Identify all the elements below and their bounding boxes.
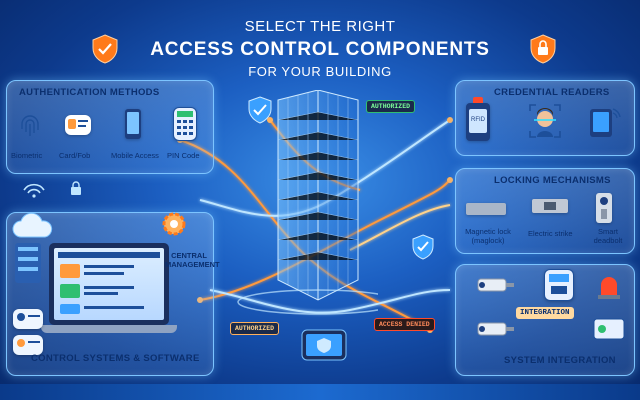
user-profile-card-icon <box>13 309 43 329</box>
central-management-label: CENTRAL MANAGEMENT <box>165 251 220 269</box>
electric-strike-label: Electric strike <box>528 229 573 238</box>
keypad-icon <box>173 107 197 141</box>
shield-check-icon-center <box>248 96 272 124</box>
wifi-icon-left <box>23 183 45 198</box>
credential-readers-title: CREDENTIAL READERS <box>494 87 610 98</box>
shield-check-icon-right <box>412 234 434 260</box>
authorized-tag-bottom: AUTHORIZED <box>230 322 280 335</box>
control-systems-panel: CENTRAL MANAGEMENT CONTROL SYSTEMS & SOF… <box>6 212 220 376</box>
system-integration-title: SYSTEM INTEGRATION <box>504 355 616 366</box>
title-line-1: SELECT THE RIGHT <box>244 18 396 35</box>
lock-shield-icon-right <box>530 34 556 64</box>
laptop-screen <box>49 243 169 325</box>
smart-deadbolt-icon <box>596 193 612 223</box>
control-systems-title: CONTROL SYSTEMS & SOFTWARE <box>31 353 200 364</box>
mobile-access-label: Mobile Access <box>111 151 159 160</box>
alarm-siren-icon <box>598 277 620 299</box>
credential-readers-panel: CREDENTIAL READERS RFID <box>455 80 635 156</box>
security-camera-icon-2 <box>477 322 514 336</box>
bottom-bar <box>0 384 640 400</box>
id-card-icon <box>65 115 91 135</box>
authorized-tag-top: AUTHORIZED <box>366 100 416 113</box>
lock-icon-small <box>71 181 81 195</box>
electric-strike-icon <box>532 199 568 213</box>
phone-tap-icon <box>590 108 621 137</box>
center-smartphone-icon <box>301 329 347 361</box>
server-icon <box>15 243 41 283</box>
smartphone-icon <box>125 109 141 139</box>
user-card-icon-2 <box>13 335 43 355</box>
fingerprint-icon <box>21 115 39 136</box>
laptop-base <box>41 325 177 333</box>
rfid-label: RFID <box>471 117 485 123</box>
maglock-icon <box>466 203 506 215</box>
rfid-reader-icon: RFID <box>466 97 490 141</box>
integration-label: INTEGRATION <box>516 307 574 319</box>
shield-check-icon-left <box>92 34 118 64</box>
main-title: SELECT THE RIGHT ACCESS CONTROL COMPONEN… <box>0 18 640 79</box>
title-line-3: FOR YOUR BUILDING <box>248 64 392 79</box>
security-camera-icon <box>477 278 514 292</box>
locking-mechanisms-title: LOCKING MECHANISMS <box>494 175 611 186</box>
authentication-methods-panel: AUTHENTICATION METHODS Biometric Card/Fo… <box>6 80 214 174</box>
smart-device-icon <box>593 318 625 340</box>
intercom-panel-icon <box>544 269 574 301</box>
locking-mechanisms-panel: LOCKING MECHANISMS Magnetic lock (magloc… <box>455 168 635 254</box>
face-scan-icon <box>529 104 561 138</box>
pin-code-label: PIN Code <box>167 151 200 160</box>
system-integration-panel: INTEGRATION SYSTEM INTEGRATION <box>455 264 635 376</box>
smart-deadbolt-label: Smart deadbolt <box>593 227 623 245</box>
gear-icon <box>162 212 186 236</box>
authentication-methods-title: AUTHENTICATION METHODS <box>19 87 160 98</box>
title-line-2: ACCESS CONTROL COMPONENTS <box>150 39 490 60</box>
building-icon <box>237 90 378 315</box>
cloud-icon <box>12 213 53 238</box>
biometric-label: Biometric <box>11 151 43 160</box>
card-fob-label: Card/Fob <box>59 151 91 160</box>
access-denied-tag: ACCESS DENIED <box>374 318 435 331</box>
maglock-label: Magnetic lock (maglock) <box>465 227 511 245</box>
